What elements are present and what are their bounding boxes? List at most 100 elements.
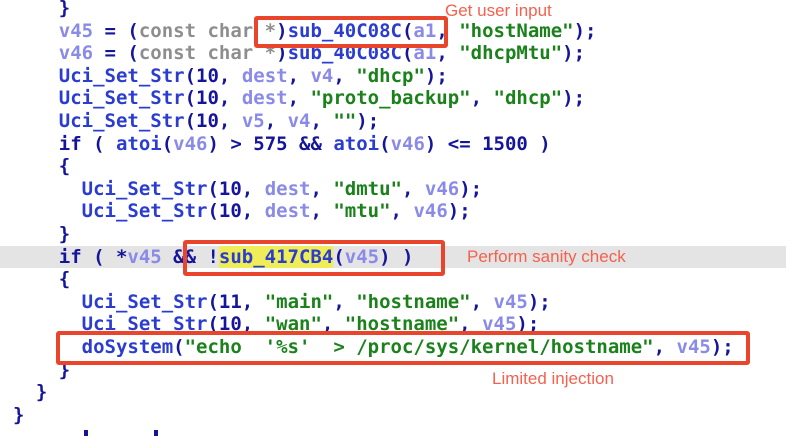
code-token: "mtu": [333, 200, 391, 223]
code-line[interactable]: }: [0, 381, 786, 404]
code-token: ,: [321, 313, 345, 336]
code-line[interactable]: Uci_Set_Str(10, v5, v4, "");: [0, 110, 786, 133]
code-line[interactable]: Uci_Set_Str(10, dest, "mtu", v46);: [0, 200, 786, 223]
code-line[interactable]: Uci_Set_Str(10, "wan", "hostname", v45);: [0, 313, 786, 336]
code-token: {: [13, 268, 71, 291]
code-token: "wan": [264, 313, 322, 336]
code-token: ,: [459, 313, 483, 336]
code-token: ,: [287, 64, 311, 87]
code-token: }: [13, 381, 48, 404]
code-token: "dhcp": [493, 87, 563, 110]
code-token: Uci_Set_Str: [81, 200, 208, 223]
code-token: ,: [264, 109, 288, 132]
annotation-label-perform-sanity-check: Perform sanity check: [467, 247, 626, 266]
code-token: v45: [344, 245, 380, 268]
code-line[interactable]: v45 = (const char *)sub_40C08C(a1, "host…: [0, 20, 786, 43]
code-token: (: [173, 335, 185, 358]
code-token: sub_40C08C: [287, 42, 402, 65]
code-line[interactable]: }: [0, 359, 786, 382]
code-token: [13, 313, 82, 335]
code-token: {: [13, 155, 71, 178]
code-token: v45: [482, 313, 517, 336]
code-token: ,: [310, 177, 334, 200]
code-line-highlighted[interactable]: if ( *v45 && !sub_417CB4(v45) ): [0, 245, 786, 269]
code-token: (: [401, 42, 414, 65]
code-token: a1: [413, 19, 437, 42]
code-token: (: [401, 19, 414, 42]
code-token: "main": [264, 290, 334, 313]
code-token: Uci_Set_Str: [58, 109, 185, 132]
code-line[interactable]: if ( atoi(v46) > 575 && atoi(v46) <= 150…: [0, 133, 786, 156]
code-token: Uci_Set_Str: [81, 313, 208, 336]
code-token: ,: [287, 87, 311, 110]
code-token: ,: [470, 290, 494, 313]
code-token: atoi: [115, 132, 162, 155]
code-token: );: [573, 19, 597, 42]
code-line[interactable]: Uci_Set_Str(10, dest, "dmtu", v46);: [0, 178, 786, 201]
code-token: );: [562, 42, 586, 65]
code-token: "": [333, 109, 357, 132]
code-token: ,: [401, 177, 425, 200]
code-token: v46: [424, 177, 460, 200]
code-line[interactable]: }: [0, 223, 786, 246]
code-token: "hostname": [356, 290, 471, 313]
code-token: Uci_Set_Str: [81, 290, 208, 313]
code-token: "echo '%s' > /proc/sys/kernel/hostname": [184, 335, 654, 358]
code-token: "hostname": [344, 313, 460, 336]
code-token: v5: [241, 109, 265, 132]
code-line[interactable]: }: [0, 0, 786, 20]
code-token: ) ): [379, 245, 414, 268]
code-token: (11,: [207, 290, 265, 313]
code-line[interactable]: doSystem("echo '%s' > /proc/sys/kernel/h…: [0, 336, 786, 359]
code-token: if (: [13, 132, 116, 155]
code-line[interactable]: v46 = (const char *)sub_40C08C(a1, "dhcp…: [0, 42, 786, 65]
code-token: atoi: [333, 132, 380, 155]
code-token: if ( *: [13, 245, 128, 268]
code-token: ,: [436, 42, 460, 65]
code-token: }: [13, 222, 71, 245]
code-token: (: [379, 132, 391, 155]
code-token: );: [710, 335, 734, 358]
clipped-next-line-mark: [84, 430, 88, 436]
code-token: }: [13, 0, 71, 19]
code-token: v45: [13, 19, 94, 42]
code-token: v45: [493, 290, 528, 313]
code-token: [13, 65, 59, 87]
code-token: v46: [173, 132, 208, 155]
code-line[interactable]: Uci_Set_Str(11, "main", "hostname", v45)…: [0, 291, 786, 314]
code-token: dest: [264, 177, 311, 200]
code-line[interactable]: {: [0, 155, 786, 178]
annotation-label-get-user-input: Get user input: [445, 1, 552, 20]
code-token: [13, 291, 82, 313]
code-token: Uci_Set_Str: [58, 87, 185, 110]
code-token: dest: [241, 64, 288, 87]
code-token: }: [13, 403, 25, 426]
code-token: ,: [653, 335, 677, 358]
code-token: = (: [93, 42, 139, 65]
code-line[interactable]: }: [0, 404, 786, 427]
code-token: );: [527, 290, 551, 313]
code-token: ) > 575 &&: [207, 132, 334, 155]
highlighted-function-token: sub_417CB4: [218, 245, 334, 268]
code-line[interactable]: {: [0, 268, 786, 291]
code-line[interactable]: Uci_Set_Str(10, dest, "proto_backup", "d…: [0, 87, 786, 110]
code-token: (: [161, 132, 174, 155]
code-token: Uci_Set_Str: [81, 177, 208, 200]
annotation-label-limited-injection: Limited injection: [492, 369, 614, 388]
code-token: ,: [436, 19, 460, 42]
code-token: );: [516, 313, 540, 336]
code-token: "dhcp": [356, 64, 425, 87]
code-view: } v45 = (const char *)sub_40C08C(a1, "ho…: [0, 0, 786, 426]
code-token: const char *: [138, 42, 277, 65]
code-token: v46: [390, 132, 425, 155]
code-token: );: [424, 64, 448, 87]
code-token: );: [447, 200, 471, 223]
code-token: ,: [310, 200, 334, 223]
code-token: sub_40C08C: [287, 19, 402, 42]
code-token: ,: [310, 109, 334, 132]
code-token: v4: [310, 64, 334, 87]
code-line[interactable]: Uci_Set_Str(10, dest, v4, "dhcp");: [0, 65, 786, 88]
code-token: = (: [93, 19, 139, 42]
code-token: (: [333, 245, 345, 268]
